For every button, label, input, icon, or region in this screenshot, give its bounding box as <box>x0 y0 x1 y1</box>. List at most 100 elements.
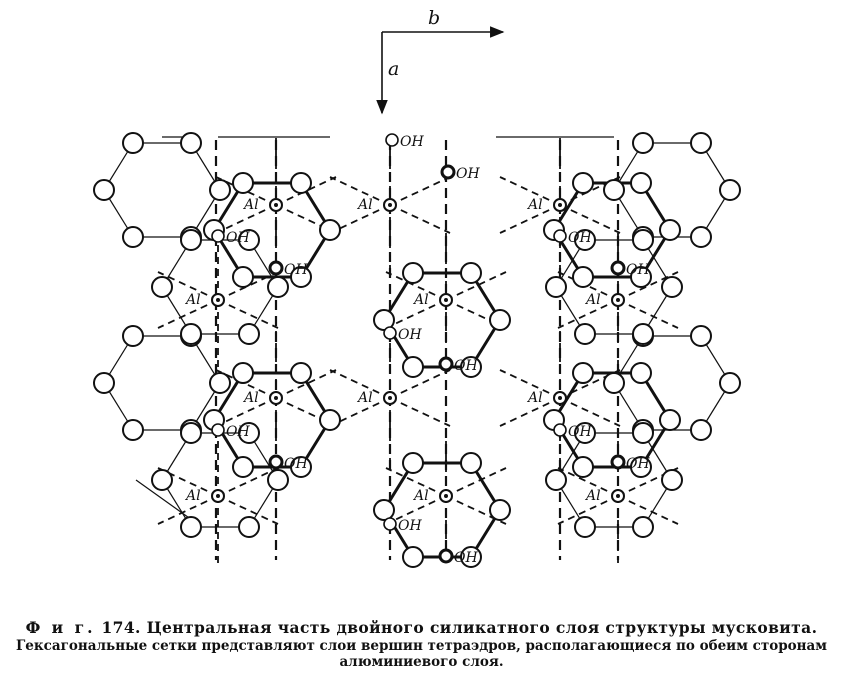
oxygen-atom <box>460 262 482 284</box>
oxygen-atom <box>690 132 712 154</box>
hydroxyl-atom <box>440 164 456 180</box>
hydroxyl-atom <box>438 548 454 564</box>
oxygen-atom <box>232 172 254 194</box>
oxygen-atom <box>460 356 482 378</box>
oxygen-atom <box>267 276 289 298</box>
oxygen-atom <box>632 132 654 154</box>
oxygen-atom <box>603 179 625 201</box>
oxygen-atom <box>630 172 652 194</box>
oh-label: OH <box>454 358 478 374</box>
al-label: Al <box>242 197 259 213</box>
a-axis-label: a <box>388 58 399 80</box>
oxygen-atom <box>632 229 654 251</box>
hydroxyl-atom <box>553 229 567 243</box>
oxygen-atom <box>661 276 683 298</box>
oh-label: OH <box>398 518 422 534</box>
oxygen-atom <box>180 229 202 251</box>
aluminium-atom-core <box>216 494 220 498</box>
hydroxyl-atom <box>211 423 225 437</box>
b-axis-label: b <box>428 7 440 29</box>
oxygen-atom <box>690 226 712 248</box>
hydroxyl-atom <box>268 454 284 470</box>
axes: b a <box>376 7 505 115</box>
hydroxyl-atom <box>438 356 454 372</box>
hydroxyl-atom <box>383 326 397 340</box>
hydroxyl-atom <box>610 454 626 470</box>
oxygen-atom <box>603 372 625 394</box>
al-label: Al <box>412 292 429 308</box>
hydroxyl-atom <box>385 133 399 147</box>
hydroxyl-atom <box>383 517 397 531</box>
aluminium-atom-core <box>444 494 448 498</box>
oxygen-atom <box>489 309 511 331</box>
oxygen-atom <box>93 372 115 394</box>
oxygen-atom <box>572 456 594 478</box>
oxygen-atom <box>232 266 254 288</box>
al-label: Al <box>526 197 543 213</box>
aluminium-atom-core <box>616 298 620 302</box>
aluminium-atom-core <box>388 203 392 207</box>
oxygen-atom <box>238 229 260 251</box>
oxygen-atom <box>659 409 681 431</box>
oxygen-atom <box>122 226 144 248</box>
al-o-bond <box>559 397 621 427</box>
oxygen-atom <box>690 325 712 347</box>
oh-label: OH <box>400 134 424 150</box>
aluminium-atom-core <box>444 298 448 302</box>
oxygen-atom <box>290 172 312 194</box>
figure-caption-title: Ф и г.174. Центральная часть двойного си… <box>0 618 843 637</box>
oh-label: OH <box>226 424 250 440</box>
hydroxyl-atom <box>553 423 567 437</box>
oxygen-atom <box>373 499 395 521</box>
oh-label: OH <box>398 327 422 343</box>
oxygen-atom <box>122 419 144 441</box>
oxygen-atom <box>719 372 741 394</box>
oxygen-atom <box>151 276 173 298</box>
oxygen-atom <box>122 325 144 347</box>
aluminium-atom-core <box>388 396 392 400</box>
oh-label: OH <box>568 230 592 246</box>
oxygen-atom <box>572 362 594 384</box>
al-o-bond <box>617 299 679 329</box>
al-o-bond <box>389 204 451 234</box>
oxygen-atom <box>402 262 424 284</box>
oxygen-atom <box>574 422 596 444</box>
oxygen-atom <box>238 323 260 345</box>
oxygen-atom <box>290 456 312 478</box>
oh-label: OH <box>626 456 650 472</box>
oxygen-atom <box>402 452 424 474</box>
oxygen-atom <box>319 409 341 431</box>
oxygen-atom <box>545 469 567 491</box>
oxygen-atom <box>690 419 712 441</box>
al-label: Al <box>242 390 259 406</box>
oxygen-atom <box>180 132 202 154</box>
oxygen-atom <box>632 516 654 538</box>
oxygen-atom <box>460 546 482 568</box>
oxygen-atom <box>180 422 202 444</box>
aluminium-atom-core <box>616 494 620 498</box>
oxygen-atom <box>232 456 254 478</box>
figure-title: 174. Центральная часть двойного силикатн… <box>101 618 818 637</box>
hydroxyl-atom <box>211 229 225 243</box>
aluminium-atom-core <box>274 396 278 400</box>
oxygen-atom <box>719 179 741 201</box>
al-o-bond <box>389 176 451 206</box>
oxygen-atom <box>574 323 596 345</box>
al-label: Al <box>412 488 429 504</box>
oxygen-atom <box>574 516 596 538</box>
aluminium-atom-core <box>274 203 278 207</box>
oxygen-atom <box>489 499 511 521</box>
oxygen-atom <box>630 266 652 288</box>
oxygen-atom <box>209 372 231 394</box>
oxygen-atom <box>209 179 231 201</box>
al-o-bond <box>559 204 621 234</box>
oxygen-atom <box>460 452 482 474</box>
al-label: Al <box>584 488 601 504</box>
al-label: Al <box>584 292 601 308</box>
oxygen-atom <box>630 362 652 384</box>
oxygen-atom <box>151 469 173 491</box>
oxygen-atom <box>180 516 202 538</box>
oxygen-atom <box>630 456 652 478</box>
